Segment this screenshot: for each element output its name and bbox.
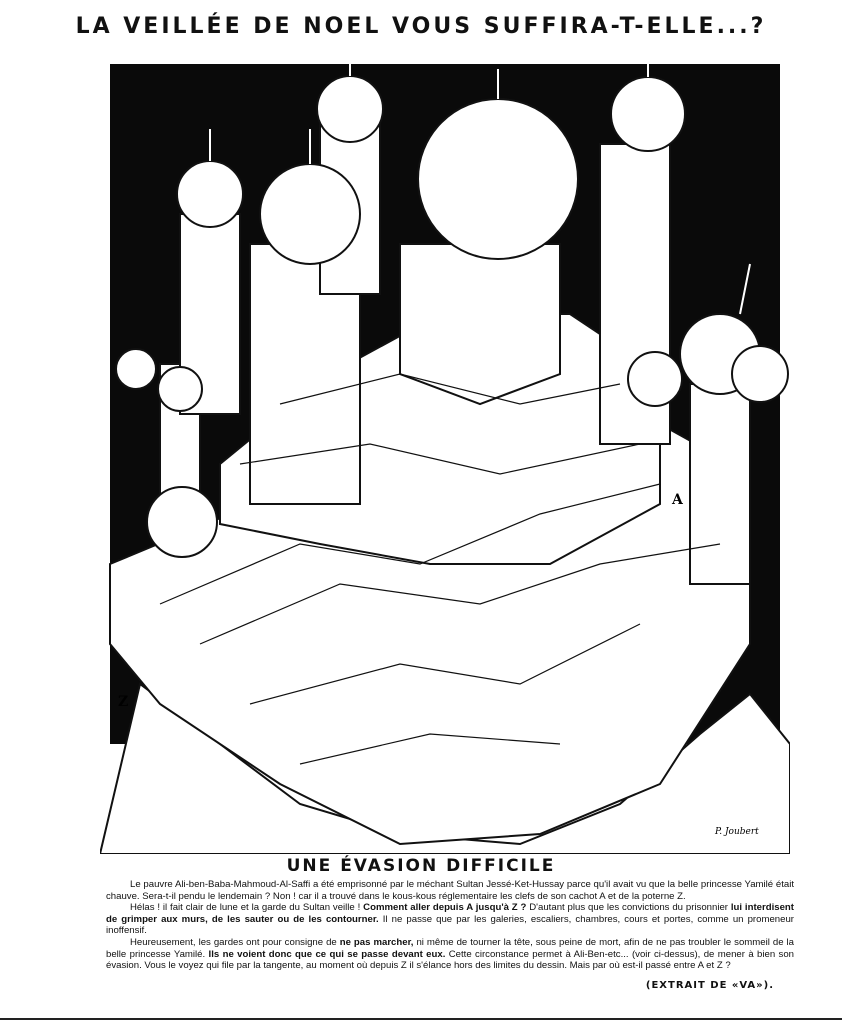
- text-run: Heureusement, les gardes ont pour consig…: [130, 936, 340, 948]
- text-run: Il ne passe que par les galeries, escali…: [106, 913, 794, 937]
- source-credit: (EXTRAIT DE «VA»).: [645, 979, 774, 991]
- dome: [115, 348, 157, 390]
- dome: [157, 366, 203, 412]
- article-paragraph: Le pauvre Ali-ben-Baba-Mahmoud-Al-Saffi …: [106, 879, 794, 902]
- article-paragraph: Hélas ! il fait clair de lune et la gard…: [106, 902, 794, 937]
- label-a: A: [671, 492, 684, 508]
- walls-detail: [159, 373, 721, 765]
- article-title: UNE ÉVASION DIFFICILE: [286, 856, 556, 876]
- dome: [316, 75, 384, 143]
- bold-text: lui interdisent de grimper aux murs, de …: [106, 902, 794, 925]
- bold-text: Ils ne voient donc que ce qui se passe d…: [208, 948, 446, 960]
- article-paragraph: Heureusement, les gardes ont pour consig…: [106, 937, 794, 972]
- article-text-block: Le pauvre Ali-ben-Baba-Mahmoud-Al-Saffi …: [106, 879, 794, 992]
- page-headline: LA VEILLÉE DE NOEL VOUS SUFFIRA-T-ELLE..…: [75, 14, 767, 39]
- bottom-rule: [0, 1018, 842, 1020]
- dome: [259, 163, 361, 265]
- text-run: Hélas ! il fait clair de lune et la gard…: [130, 902, 364, 914]
- artist-signature: P. Joubert: [714, 827, 759, 837]
- text-run: Le pauvre Ali-ben-Baba-Mahmoud-Al-Saffi …: [106, 879, 794, 902]
- article-body: Le pauvre Ali-ben-Baba-Mahmoud-Al-Saffi …: [106, 879, 794, 972]
- dome: [610, 76, 686, 152]
- bold-text: Comment aller depuis A jusqu'à Z ?: [363, 902, 527, 914]
- dome: [627, 351, 683, 407]
- bold-text: ne pas marcher,: [339, 936, 414, 948]
- text-run: D'autant plus que les convictions du pri…: [526, 902, 731, 914]
- text-run: Cette circonstance permet à Ali-Ben-etc.…: [106, 948, 794, 972]
- label-z: Z: [118, 694, 128, 710]
- dome: [731, 345, 789, 403]
- castle-maze-illustration: A Z P. Joubert: [100, 49, 790, 854]
- text-run: ni même de tourner la tête, sous peine d…: [106, 936, 795, 960]
- dome: [417, 98, 579, 260]
- castle: [100, 75, 790, 854]
- dome: [176, 160, 244, 228]
- dome: [146, 486, 218, 558]
